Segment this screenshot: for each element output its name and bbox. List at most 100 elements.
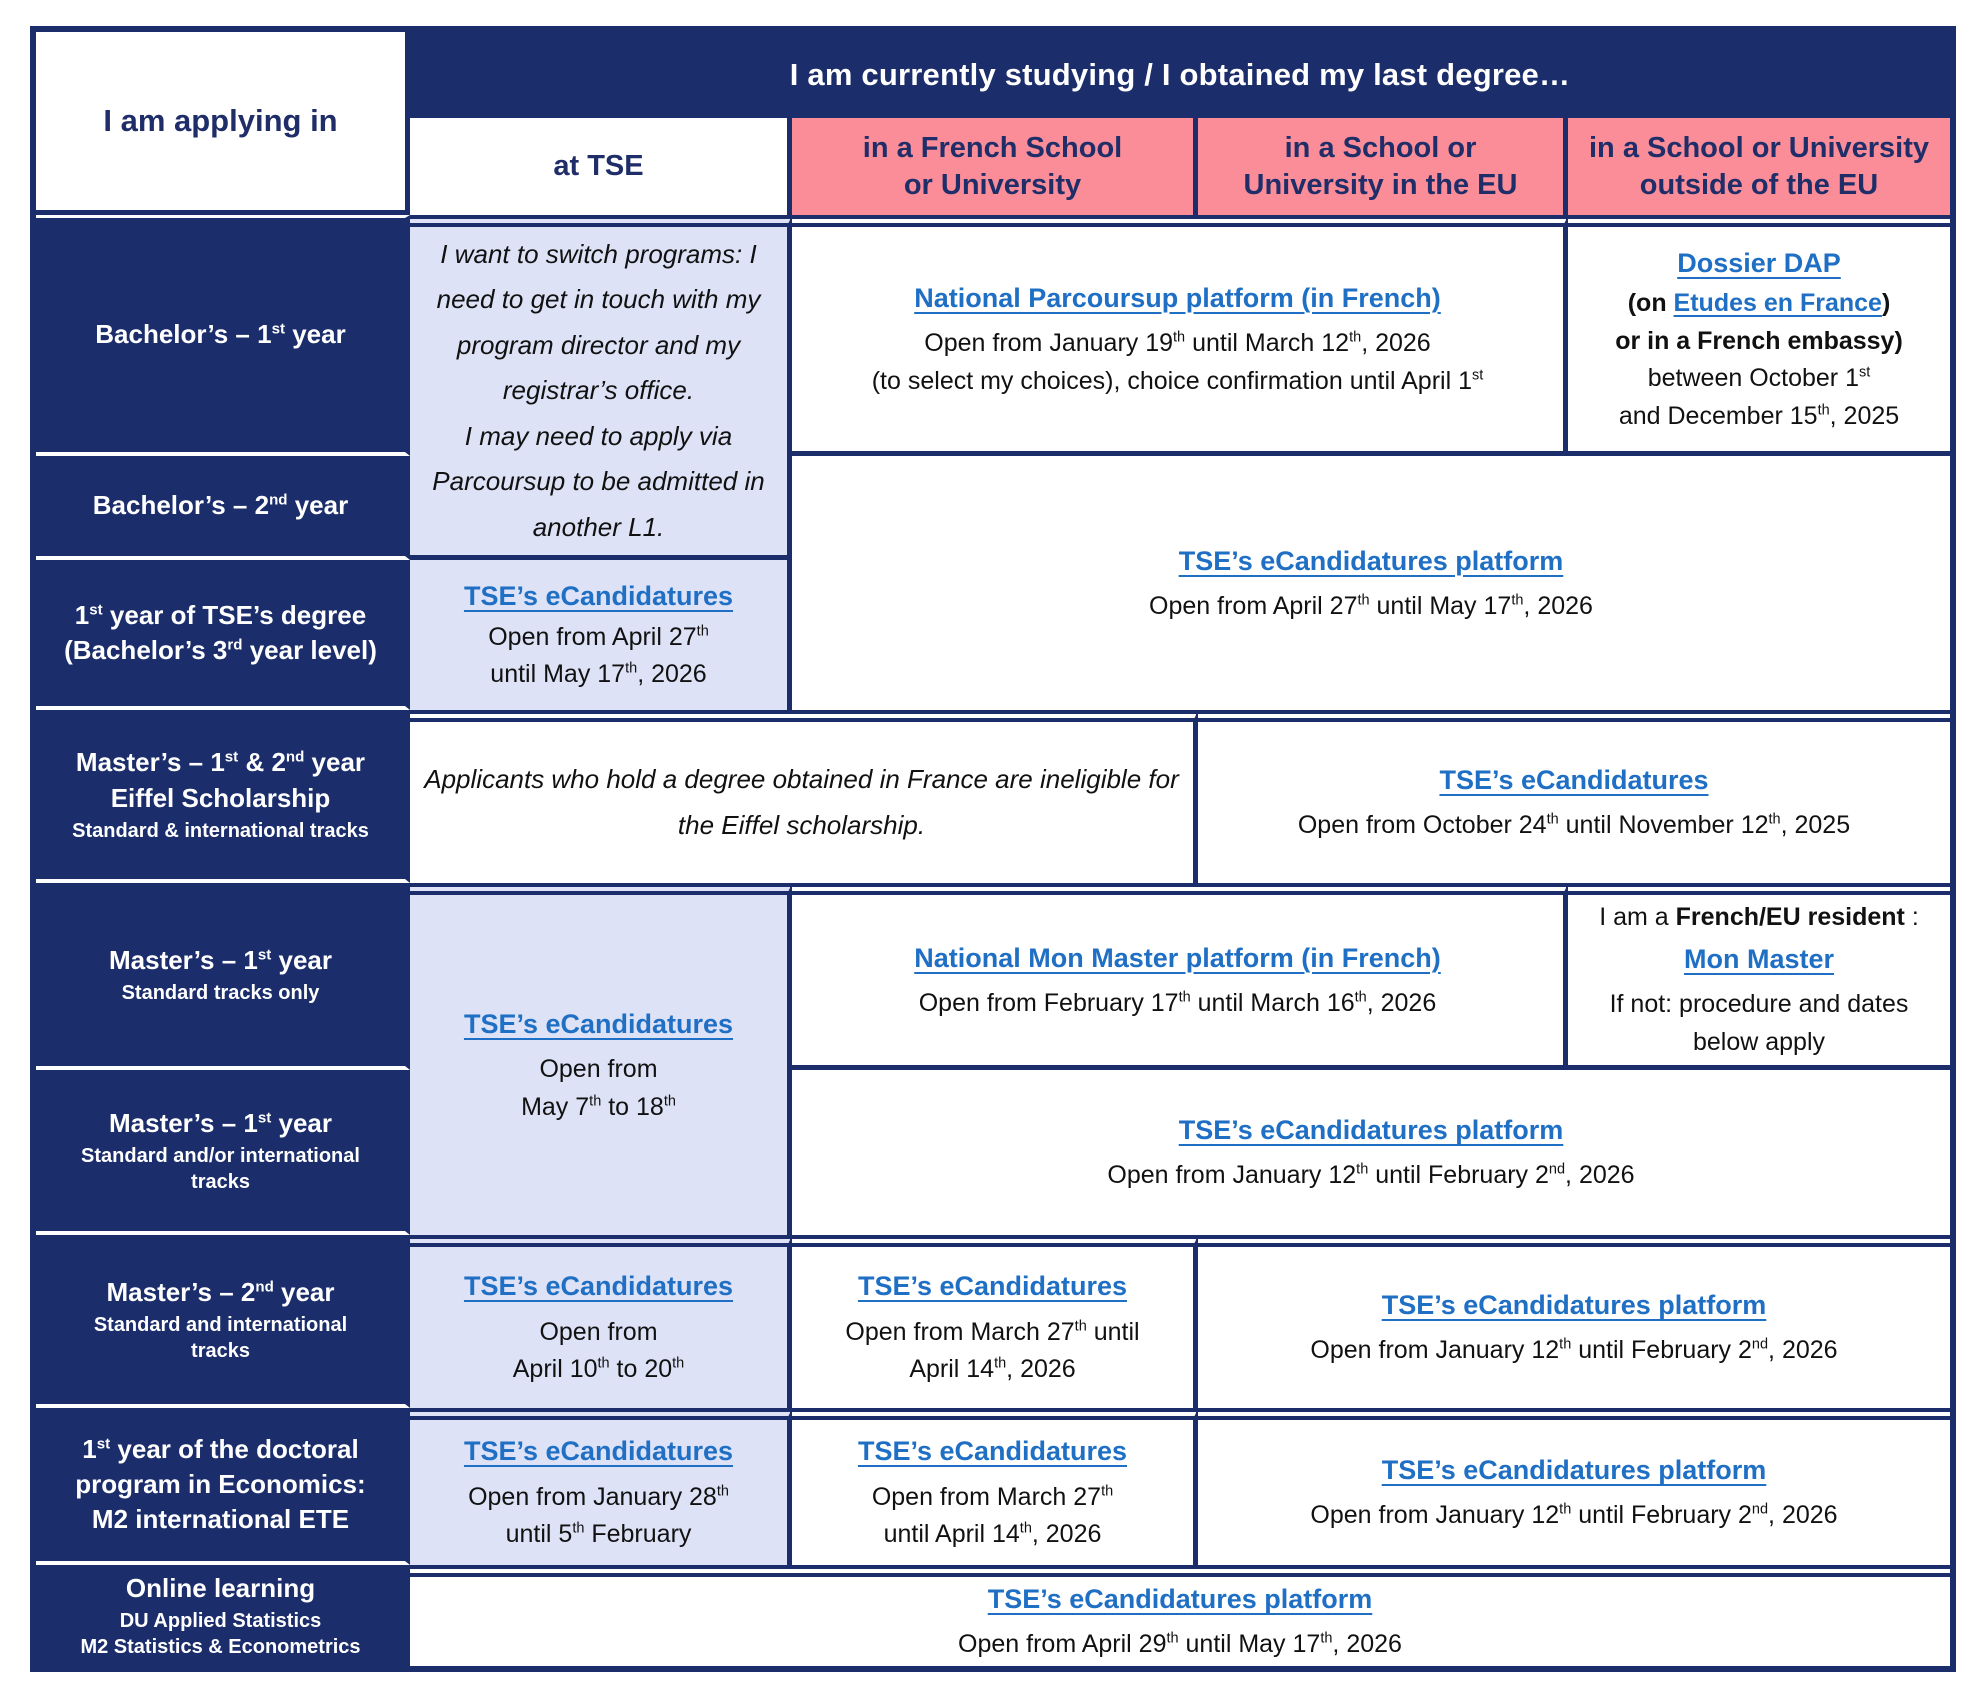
row-header-bachelor-1: Bachelor’s – 1st year: [36, 215, 410, 456]
cell-m1-ecandidatures: TSE’s eCandidatures Open from May 7th to…: [410, 883, 792, 1235]
resident-fallback-text: If not: procedure and dates below apply: [1609, 990, 1909, 1056]
cell-dossier-dap: Dossier DAP (on Etudes en France) or in …: [1568, 215, 1950, 456]
row-header-tse-degree-label: 1st year of TSE’s degree(Bachelor’s 3rd …: [64, 599, 377, 665]
dap-etudes-en-france-line: (on Etudes en France): [1627, 289, 1891, 318]
eiffel-ineligible-text: Applicants who hold a degree obtained in…: [424, 764, 1179, 840]
m1-ecand-dates: May 7th to 18th: [521, 1092, 676, 1121]
ecandidatures-link[interactable]: TSE’s eCandidatures: [1439, 765, 1709, 796]
cell-doctoral-ecandidatures-french: TSE’s eCandidatures Open from March 27th…: [792, 1408, 1198, 1565]
dap-close-date: and December 15th, 2025: [1618, 401, 1900, 430]
mon-master-platform-link[interactable]: National Mon Master platform (in French): [914, 942, 1441, 973]
subheader-at-tse-label: at TSE: [553, 150, 644, 183]
m2-platform-dates: Open from January 12th until February 2n…: [1310, 1336, 1838, 1365]
row-axis-header: I am applying in: [103, 102, 338, 138]
dossier-dap-link[interactable]: Dossier DAP: [1677, 247, 1841, 278]
row-header-tse-degree: 1st year of TSE’s degree(Bachelor’s 3rd …: [36, 560, 410, 710]
m1intl-ecandidatures-dates: Open from January 12th until February 2n…: [1107, 1161, 1635, 1190]
row-header-master2-sub: Standard and international tracks: [93, 1314, 348, 1363]
m2-french-open: Open from March 27th until: [845, 1317, 1140, 1346]
ecandidatures-link[interactable]: TSE’s eCandidatures: [463, 1008, 734, 1039]
column-axis-header-cell: I am currently studying / I obtained my …: [410, 32, 1950, 118]
online-ecandidatures-dates: Open from April 29th until May 17th, 202…: [958, 1630, 1402, 1659]
ecand-tse-degree-close: until May 17th, 2026: [490, 660, 707, 689]
cell-online-ecandidatures: TSE’s eCandidatures platform Open from A…: [410, 1565, 1950, 1666]
cell-ecandidatures-bachelor: TSE’s eCandidatures platform Open from A…: [792, 456, 1950, 710]
row-header-bachelor-2: Bachelor’s – 2nd year: [36, 456, 410, 560]
table-title: I am currently studying / I obtained my …: [789, 57, 1571, 92]
subheader-at-tse: at TSE: [410, 118, 792, 215]
cell-m2-ecandidatures-french: TSE’s eCandidatures Open from March 27th…: [792, 1235, 1198, 1408]
row-header-online-label: Online learning: [125, 1572, 316, 1603]
row-header-master2-label: Master’s – 2nd year: [106, 1276, 335, 1307]
cell-parcoursup: National Parcoursup platform (in French)…: [792, 215, 1568, 456]
ecandidatures-link[interactable]: TSE’s eCandidatures: [463, 1436, 734, 1467]
application-deadlines-table: I am applying in I am currently studying…: [30, 26, 1956, 1672]
doctoral-platform-dates: Open from January 12th until February 2n…: [1310, 1501, 1838, 1530]
m2-tse-dates: April 10th to 20th: [512, 1355, 685, 1384]
m2-french-close: April 14th, 2026: [909, 1355, 1076, 1384]
cell-mon-master: National Mon Master platform (in French)…: [792, 883, 1568, 1070]
ecandidatures-link[interactable]: TSE’s eCandidatures: [463, 1271, 734, 1302]
ecandidatures-link[interactable]: TSE’s eCandidatures: [857, 1271, 1128, 1302]
cell-doctoral-ecandidatures-tse: TSE’s eCandidatures Open from January 28…: [410, 1408, 792, 1565]
ecandidatures-bachelor-dates: Open from April 27th until May 17th, 202…: [1149, 591, 1593, 620]
eiffel-ecandidatures-dates: Open from October 24th until November 12…: [1297, 811, 1851, 840]
parcoursup-confirmation: (to select my choices), choice confirmat…: [871, 366, 1484, 395]
row-header-master2: Master’s – 2nd year Standard and interna…: [36, 1235, 410, 1408]
switch-programs-text: I want to switch programs: I need to get…: [432, 238, 765, 542]
cell-eiffel-ineligible-note: Applicants who hold a degree obtained in…: [410, 710, 1198, 883]
cell-switch-programs-note: I want to switch programs: I need to get…: [410, 215, 792, 560]
parcoursup-dates: Open from January 19th until March 12th,…: [924, 329, 1431, 358]
ecandidatures-platform-link[interactable]: TSE’s eCandidatures platform: [1381, 1455, 1767, 1486]
cell-french-eu-resident: I am a French/EU resident : Mon Master I…: [1568, 883, 1950, 1070]
ecandidatures-platform-link[interactable]: TSE’s eCandidatures platform: [1381, 1290, 1767, 1321]
row-header-bachelor-1-label: Bachelor’s – 1st year: [95, 319, 346, 350]
resident-condition-text: I am a French/EU resident :: [1599, 902, 1919, 931]
cell-m2-ecandidatures-platform: TSE’s eCandidatures platform Open from J…: [1198, 1235, 1950, 1408]
corner-header-cell: I am applying in: [36, 32, 410, 215]
ecandidatures-link[interactable]: TSE’s eCandidatures: [857, 1436, 1128, 1467]
doctoral-tse-close: until 5th February: [505, 1520, 692, 1549]
row-header-master1-intl-sub: Standard and/or international tracks: [81, 1145, 360, 1194]
row-header-master1-standard: Master’s – 1st year Standard tracks only: [36, 883, 410, 1070]
cell-eiffel-ecandidatures: TSE’s eCandidatures Open from October 24…: [1198, 710, 1950, 883]
m1-ecand-open: Open from: [539, 1055, 658, 1084]
row-header-eiffel-sub: Standard & international tracks: [72, 819, 369, 842]
row-header-master1-intl: Master’s – 1st year Standard and/or inte…: [36, 1070, 410, 1235]
cell-doctoral-ecandidatures-platform: TSE’s eCandidatures platform Open from J…: [1198, 1408, 1950, 1565]
row-header-master1-standard-sub: Standard tracks only: [121, 982, 320, 1005]
cell-m1intl-ecandidatures: TSE’s eCandidatures platform Open from J…: [792, 1070, 1950, 1235]
cell-m2-ecandidatures-tse: TSE’s eCandidatures Open from April 10th…: [410, 1235, 792, 1408]
doctoral-french-close: until April 14th, 2026: [883, 1520, 1102, 1549]
ecandidatures-platform-link[interactable]: TSE’s eCandidatures platform: [1178, 1115, 1564, 1146]
doctoral-french-open: Open from March 27th: [871, 1482, 1114, 1511]
m2-tse-open: Open from: [539, 1317, 658, 1346]
ecandidatures-platform-link[interactable]: TSE’s eCandidatures platform: [1178, 545, 1564, 576]
etudes-en-france-link[interactable]: Etudes en France: [1673, 289, 1882, 318]
row-header-bachelor-2-label: Bachelor’s – 2nd year: [92, 490, 349, 521]
cell-ecandidatures-tse-degree: TSE’s eCandidatures Open from April 27th…: [410, 560, 792, 710]
ecandidatures-platform-link[interactable]: TSE’s eCandidatures platform: [987, 1584, 1373, 1615]
row-header-master1-intl-label: Master’s – 1st year: [108, 1107, 333, 1138]
dap-embassy-line: or in a French embassy): [1615, 326, 1903, 355]
parcoursup-link[interactable]: National Parcoursup platform (in French): [914, 282, 1441, 313]
row-header-master1-standard-label: Master’s – 1st year: [108, 944, 333, 975]
doctoral-tse-open: Open from January 28th: [468, 1482, 729, 1511]
ecand-tse-degree-open: Open from April 27th: [488, 622, 709, 651]
ecandidatures-link[interactable]: TSE’s eCandidatures: [463, 581, 734, 612]
mon-master-link[interactable]: Mon Master: [1683, 944, 1835, 975]
dap-open-date: between October 1st: [1647, 364, 1871, 393]
